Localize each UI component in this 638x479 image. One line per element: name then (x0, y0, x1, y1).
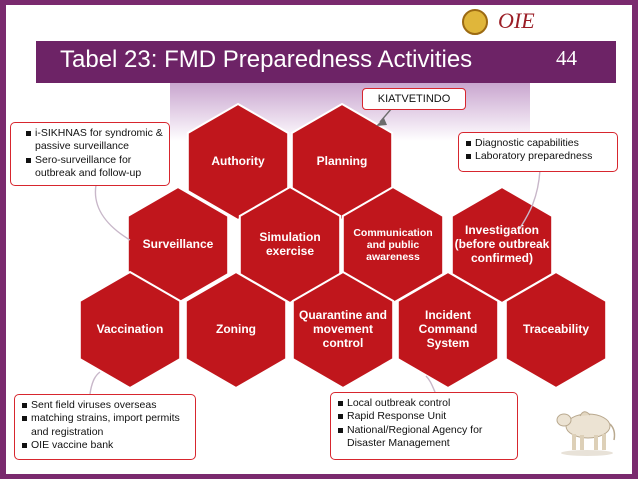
hexagon-label-vaccination: Vaccination (96, 322, 164, 337)
callout-investigation: Diagnostic capabilities Laboratory prepa… (458, 132, 618, 172)
hexagon-label-communication: Communication and public awareness (353, 226, 433, 264)
hexagon-label-incident: Incident Command System (418, 308, 478, 350)
callout-investigation-item: Diagnostic capabilities (466, 137, 612, 150)
cow-icon (556, 411, 616, 456)
oie-logo-text: OIE (498, 8, 535, 33)
connector-vaccination (89, 371, 101, 395)
callout-investigation-item: Laboratory preparedness (466, 150, 612, 163)
page-title: Tabel 23: FMD Preparedness Activities (60, 46, 473, 73)
hexagon-label-zoning: Zoning (216, 322, 256, 337)
oie-logo: OIE (498, 8, 535, 33)
callout-incident: Local outbreak control Rapid Response Un… (330, 392, 518, 460)
callout-vaccination-item: Sent field viruses overseas (22, 399, 190, 412)
kiatvetindo-tag: KIATVETINDO (362, 88, 466, 110)
hexagon-label-surveillance: Surveillance (142, 237, 214, 252)
callout-incident-item: Rapid Response Unit (338, 410, 512, 423)
connector-tag-arrow (376, 118, 387, 126)
callout-incident-item: Local outbreak control (338, 397, 512, 410)
hexagon-label-planning: Planning (316, 154, 368, 169)
callout-incident-item: National/Regional Agency for Disaster Ma… (338, 424, 512, 451)
connector-tag (379, 107, 393, 123)
hexagon-zoning (184, 270, 288, 390)
hexagon-label-authority: Authority (211, 154, 265, 169)
hexagon-incident (396, 270, 500, 390)
connector-investigation (519, 169, 541, 229)
callout-surveillance: i-SIKHNAS for syndromic & passive survei… (10, 122, 170, 186)
hexagon-label-traceability: Traceability (522, 322, 590, 337)
hexagon-simulation (238, 185, 342, 305)
page-number: 44 (556, 46, 577, 70)
callout-vaccination: Sent field viruses overseas matching str… (14, 394, 196, 460)
hexagon-label-quarantine: Quarantine and movement control (298, 308, 387, 350)
hexagon-authority (186, 102, 290, 222)
connector-surveillance (94, 184, 131, 241)
hexagon-vaccination (78, 270, 182, 390)
hexagon-label-simulation: Simulation exercise (259, 230, 321, 258)
callout-vaccination-item: matching strains, import permits and reg… (22, 412, 190, 439)
hexagon-quarantine (291, 270, 395, 390)
title-bar (36, 41, 616, 83)
hexagon-label-investigation: Investigation (before outbreak confirmed… (454, 223, 550, 265)
connector-incident (425, 375, 436, 393)
hexagon-traceability (504, 270, 608, 390)
government-seal-icon (462, 9, 488, 35)
callout-vaccination-item: OIE vaccine bank (22, 439, 190, 452)
callout-surveillance-item: i-SIKHNAS for syndromic & passive survei… (26, 127, 164, 154)
callout-surveillance-item: Sero-surveillance for outbreak and follo… (26, 154, 164, 181)
